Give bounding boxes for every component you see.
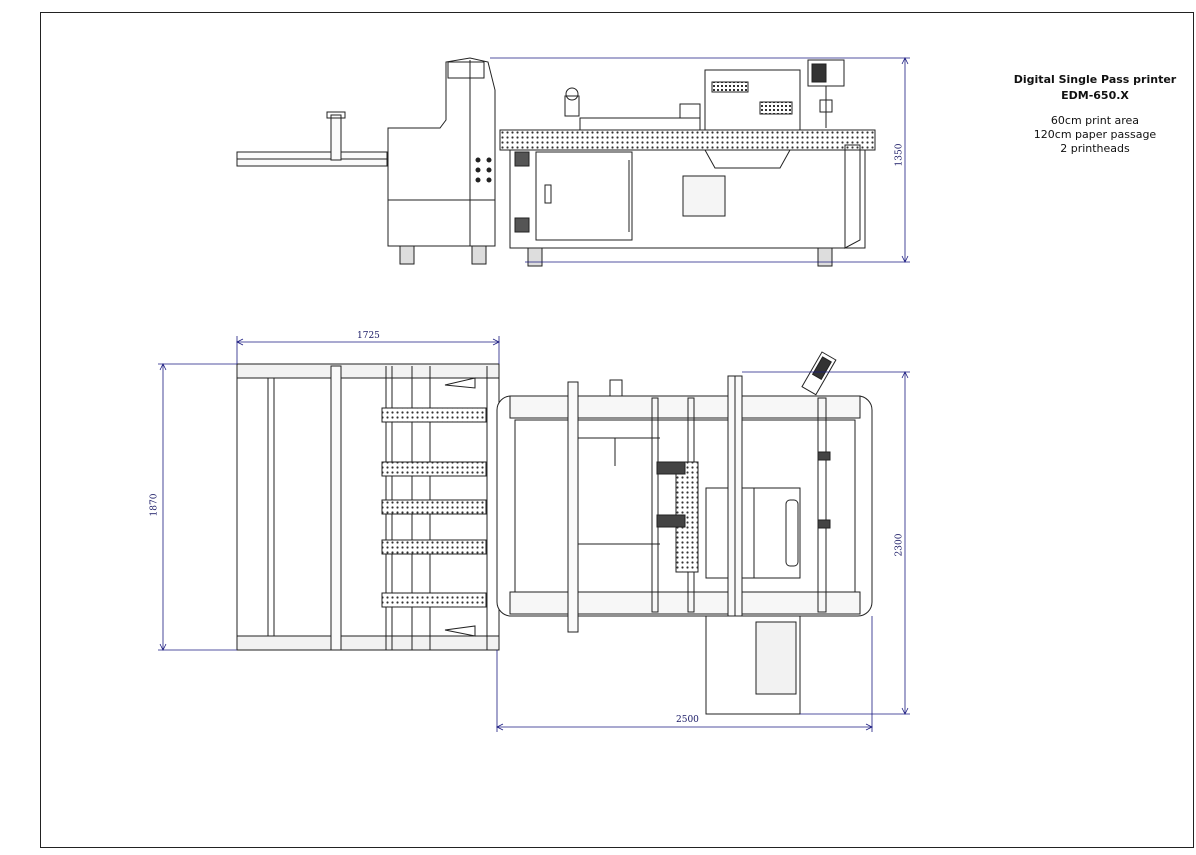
dimension-label-1870: 1870 (149, 493, 160, 517)
feed-belt (381, 499, 487, 515)
top-view (236, 351, 873, 715)
printhead-box (705, 487, 801, 579)
rail-post (330, 114, 342, 161)
side-height-dimension (490, 57, 910, 263)
wheel (527, 247, 543, 267)
spec-paper-passage: 120cm paper passage (1033, 128, 1157, 141)
title-block: Digital Single Pass printer EDM-650.X 60… (1000, 72, 1190, 156)
drawing-frame (40, 12, 1194, 848)
dimension-label-1350: 1350 (894, 143, 905, 167)
dimension-label-1725: 1725 (357, 331, 380, 341)
print-unit (704, 69, 801, 131)
control-box (682, 175, 726, 217)
wheel (817, 247, 833, 267)
dimension-label-2500: 2500 (676, 715, 699, 725)
model-number: EDM-650.X (1061, 89, 1129, 102)
feed-belt (381, 592, 487, 608)
feeder-cabinet (387, 57, 496, 247)
spec-print-area: 60cm print area (1050, 114, 1140, 127)
feed-belt (381, 407, 487, 423)
side-view (236, 57, 876, 267)
dimension-label-2300: 2300 (894, 533, 905, 557)
top-dimensions (158, 336, 910, 732)
spec-printheads: 2 printheads (1060, 142, 1130, 155)
wheel (471, 245, 487, 265)
feed-belt (381, 539, 487, 555)
feed-belt (381, 461, 487, 477)
wheel (399, 245, 415, 265)
product-title: Digital Single Pass printer (1013, 73, 1177, 86)
